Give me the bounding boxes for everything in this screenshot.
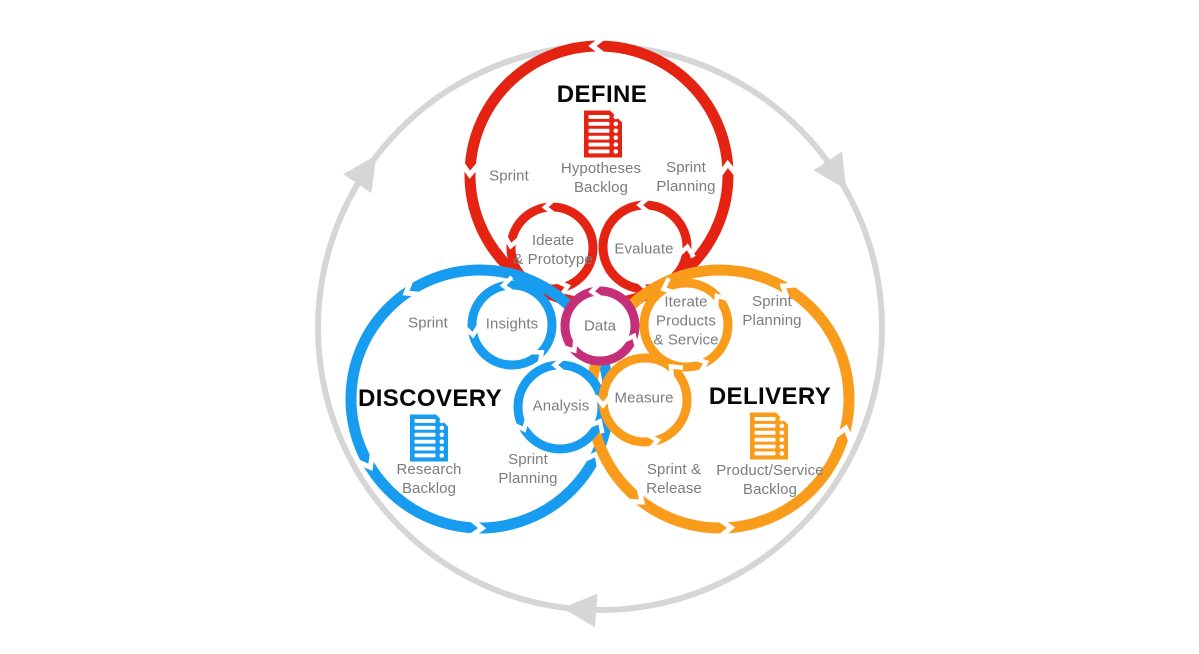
data-circle-group — [560, 281, 640, 366]
ideate-circle-group — [502, 197, 598, 298]
flow-chevron-icon — [627, 487, 646, 505]
flow-chevron-icon — [588, 35, 606, 57]
flow-chevron-icon — [636, 195, 651, 215]
flow-chevron-icon — [677, 243, 696, 259]
define-backlog-icon — [584, 110, 622, 158]
flow-chevron-icon — [693, 356, 710, 374]
flow-chevron-icon — [622, 332, 640, 349]
flow-chevron-icon — [541, 197, 557, 217]
outer-cycle-arrow-icon — [343, 155, 377, 194]
flow-chevron-icon — [529, 349, 545, 365]
measure-circle-group — [593, 353, 692, 452]
flow-chevron-icon — [582, 450, 602, 469]
flow-chevron-icon — [588, 281, 603, 301]
delivery-backlog-icon — [750, 412, 788, 460]
analysis-circle-group — [512, 355, 607, 454]
flow-chevron-icon — [502, 234, 522, 250]
iterate-circle-group — [639, 277, 733, 374]
flow-chevron-icon — [713, 293, 730, 309]
flow-chevron-icon — [562, 338, 578, 354]
flow-chevron-icon — [645, 432, 662, 452]
flow-chevron-icon — [402, 278, 421, 297]
flow-chevron-icon — [668, 364, 684, 379]
flow-chevron-icon — [717, 517, 736, 539]
iterate-circle — [639, 278, 733, 372]
analysis-circle — [513, 360, 607, 454]
flow-chevron-icon — [356, 452, 375, 471]
flow-chevron-icon — [551, 355, 566, 375]
flow-chevron-icon — [717, 159, 739, 178]
outer-cycle-arrow-icon — [813, 151, 847, 190]
discovery-backlog-icon — [410, 414, 448, 462]
define-circle — [464, 40, 734, 310]
outer-cycle-arrow-icon — [562, 593, 598, 628]
insights-circle — [467, 280, 557, 370]
flow-chevron-icon — [832, 424, 854, 443]
data-circle — [560, 286, 640, 366]
flow-chevron-icon — [555, 279, 572, 298]
measure-circle — [598, 353, 692, 447]
flow-chevron-icon — [660, 277, 676, 295]
flow-chevron-icon — [459, 161, 482, 179]
flow-chevron-icon — [462, 323, 482, 339]
insights-circle-group — [462, 275, 557, 370]
flow-chevron-icon — [512, 417, 530, 433]
flow-chevron-icon — [499, 275, 515, 295]
flow-chevron-icon — [593, 394, 613, 409]
flow-chevron-icon — [468, 517, 487, 539]
flow-chevron-icon — [779, 282, 798, 301]
flow-chevron-icon — [587, 418, 605, 434]
